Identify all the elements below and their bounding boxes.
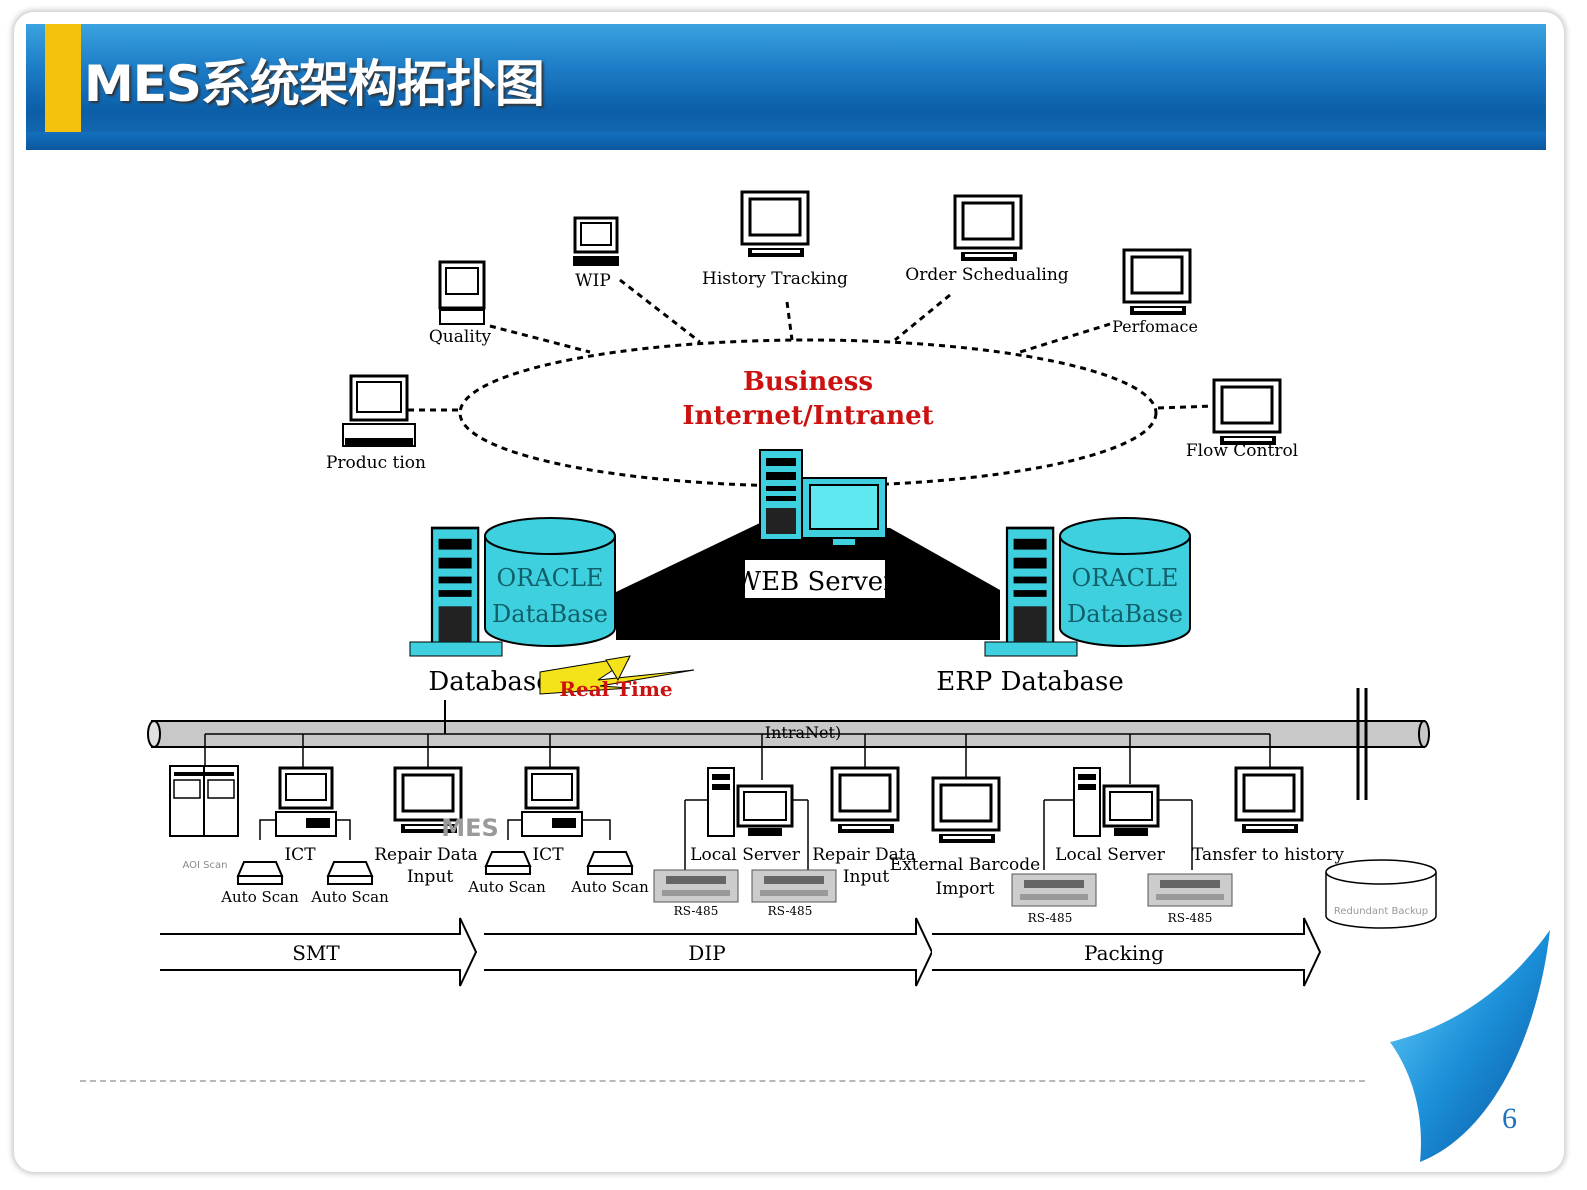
- repair-data-label-1: Repair Data: [374, 845, 478, 865]
- real-time-lightning-icon: [539, 655, 695, 695]
- production-pc-icon: [342, 374, 416, 447]
- rs485-device-icon-1: [653, 869, 739, 903]
- rs485-label-1: RS-485: [674, 904, 719, 918]
- web-server-monitor-icon: [801, 477, 887, 547]
- repair-input-label-2: Input: [843, 867, 889, 887]
- import-label: Import: [936, 879, 995, 899]
- history-tracking-label: History Tracking: [702, 269, 848, 289]
- header-bar: [26, 24, 1546, 150]
- intranet-label: IntraNet): [765, 723, 841, 742]
- local-server-icon-1: [707, 767, 794, 837]
- database-server-base: [409, 641, 503, 657]
- ict-label-2: ICT: [532, 845, 564, 865]
- page-title: MES系统架构拓扑图: [84, 55, 545, 113]
- local-server-label-1: Local Server: [690, 845, 801, 865]
- redundant-backup-icon: [1325, 859, 1437, 929]
- stage-packing-label: Packing: [1084, 941, 1164, 965]
- process-stage-arrows: [160, 917, 1322, 987]
- header-accent: [45, 24, 81, 132]
- local-server-icon-2: [1073, 767, 1160, 837]
- stage-smt-label: SMT: [292, 941, 340, 965]
- rs485-device-icon-3: [1011, 873, 1097, 907]
- rs485-device-icon-4: [1147, 873, 1233, 907]
- oracle-label-left: ORACLE: [497, 564, 604, 592]
- wip-terminal-icon: [573, 216, 619, 266]
- auto-scan-icon-3: [485, 851, 531, 875]
- database-caption: Database: [428, 667, 551, 697]
- history-tracking-monitor-icon: [740, 190, 810, 259]
- performance-label: Perfomace: [1112, 317, 1198, 336]
- auto-scan-icon-1: [237, 861, 283, 885]
- aoi-scan-cabinet-icon: [169, 765, 239, 837]
- intranet-label-bg: [764, 724, 836, 742]
- erp-server-base: [984, 641, 1078, 657]
- web-server-label: WEB Server: [734, 567, 896, 597]
- local-server-label-2: Local Server: [1055, 845, 1166, 865]
- order-scheduling-label: Order Schedualing: [905, 265, 1069, 285]
- page-number: 6: [1502, 1102, 1517, 1135]
- auto-scan-label-4: Auto Scan: [570, 878, 649, 896]
- quality-label: Quality: [429, 327, 492, 347]
- ict-pc-icon: [275, 766, 337, 837]
- wip-label: WIP: [575, 271, 611, 291]
- database-server-tower-icon: [430, 526, 480, 651]
- ict-pc-icon-2: [521, 766, 583, 837]
- shopfloor-links: [204, 733, 1271, 870]
- page-curl-decoration: [1390, 930, 1550, 1162]
- web-server-label-box: [745, 560, 885, 598]
- repair-input-label-1: Input: [407, 867, 453, 887]
- footer-divider: [80, 1080, 1365, 1082]
- database-label-left: DataBase: [492, 600, 608, 628]
- oracle-label-right: ORACLE: [1072, 564, 1179, 592]
- business-label: Business: [743, 367, 873, 397]
- flow-control-label: Flow Control: [1186, 441, 1298, 461]
- erp-database-caption: ERP Database: [936, 667, 1123, 697]
- internet-intranet-label: Internet/Intranet: [682, 401, 933, 431]
- aoi-scan-label: AOI Scan: [183, 860, 228, 871]
- mes-watermark: MES: [441, 814, 499, 842]
- real-time-label: Real Time: [559, 677, 672, 701]
- auto-scan-label-2: Auto Scan: [310, 888, 389, 906]
- production-label: Produc tion: [326, 453, 426, 473]
- auto-scan-icon-4: [587, 851, 633, 875]
- client-links: [408, 278, 1215, 412]
- rs485-label-3: RS-485: [1028, 911, 1073, 925]
- transfer-history-monitor-icon: [1234, 766, 1304, 835]
- database-label-right: DataBase: [1067, 600, 1183, 628]
- auto-scan-label-3: Auto Scan: [467, 878, 546, 896]
- quality-pc-icon: [438, 260, 486, 326]
- external-barcode-monitor-icon: [931, 776, 1001, 845]
- flow-control-monitor-icon: [1212, 378, 1282, 447]
- transfer-history-label: Tansfer to history: [1192, 845, 1344, 865]
- auto-scan-icon-2: [327, 861, 373, 885]
- auto-scan-label-1: Auto Scan: [220, 888, 299, 906]
- performance-monitor-icon: [1122, 248, 1192, 317]
- rs485-label-2: RS-485: [768, 904, 813, 918]
- order-scheduling-monitor-icon: [953, 194, 1023, 263]
- web-server-tower-icon: [759, 449, 803, 541]
- ict-label-1: ICT: [284, 845, 316, 865]
- repair-data-monitor-icon-2: [830, 766, 900, 835]
- erp-server-tower-icon: [1005, 526, 1055, 651]
- external-barcode-label: External Barcode: [890, 855, 1040, 875]
- repair-data-label-2: Repair Data: [812, 845, 916, 865]
- rs485-label-4: RS-485: [1168, 911, 1213, 925]
- stage-dip-label: DIP: [688, 941, 725, 965]
- header-stripe: [26, 132, 1546, 150]
- redundant-backup-label: Redundant Backup: [1334, 906, 1428, 917]
- rs485-device-icon-2: [751, 869, 837, 903]
